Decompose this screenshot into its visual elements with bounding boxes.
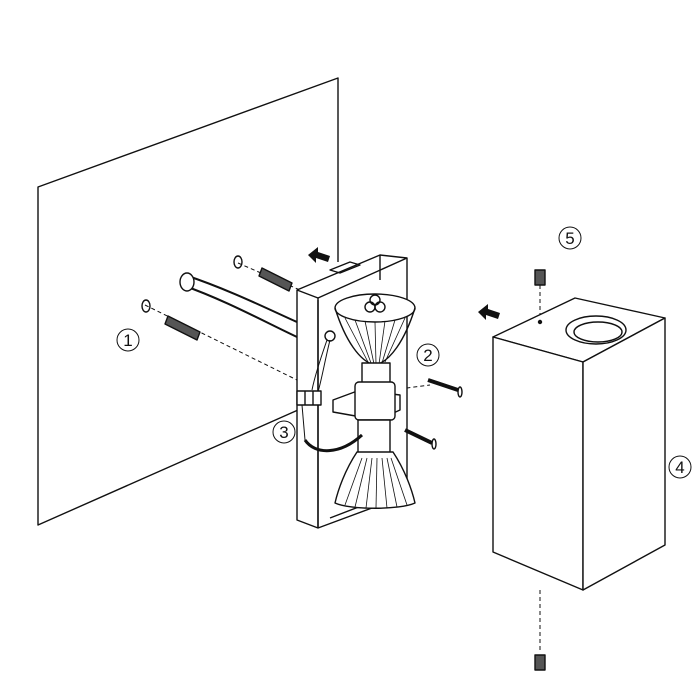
arrow-left-icon	[478, 304, 500, 320]
callout-label: 4	[675, 458, 684, 477]
upper-spotlight	[334, 293, 416, 386]
arrow-left-icon	[308, 247, 330, 263]
callout-label: 2	[423, 346, 432, 365]
wall-plug-upper	[233, 255, 293, 292]
callout-1: 1	[116, 328, 140, 352]
screw-upper	[427, 378, 463, 398]
callout-label: 1	[123, 331, 132, 350]
callout-label: 5	[565, 229, 574, 248]
power-cable	[179, 272, 298, 338]
lamp-cover-housing	[492, 297, 666, 591]
wall	[37, 77, 339, 526]
callout-3: 3	[272, 420, 296, 444]
wall-plug-lower	[141, 299, 201, 341]
screw-lower	[404, 428, 437, 450]
terminal-block	[296, 339, 364, 453]
lower-spotlight	[334, 451, 416, 509]
callout-4: 4	[668, 455, 692, 479]
grub-screw-top	[534, 269, 546, 286]
callout-2: 2	[416, 343, 440, 367]
grub-screw-bottom	[534, 654, 546, 671]
lamp-mount-block	[332, 381, 401, 456]
callout-label: 3	[279, 423, 288, 442]
callout-5: 5	[558, 226, 582, 250]
